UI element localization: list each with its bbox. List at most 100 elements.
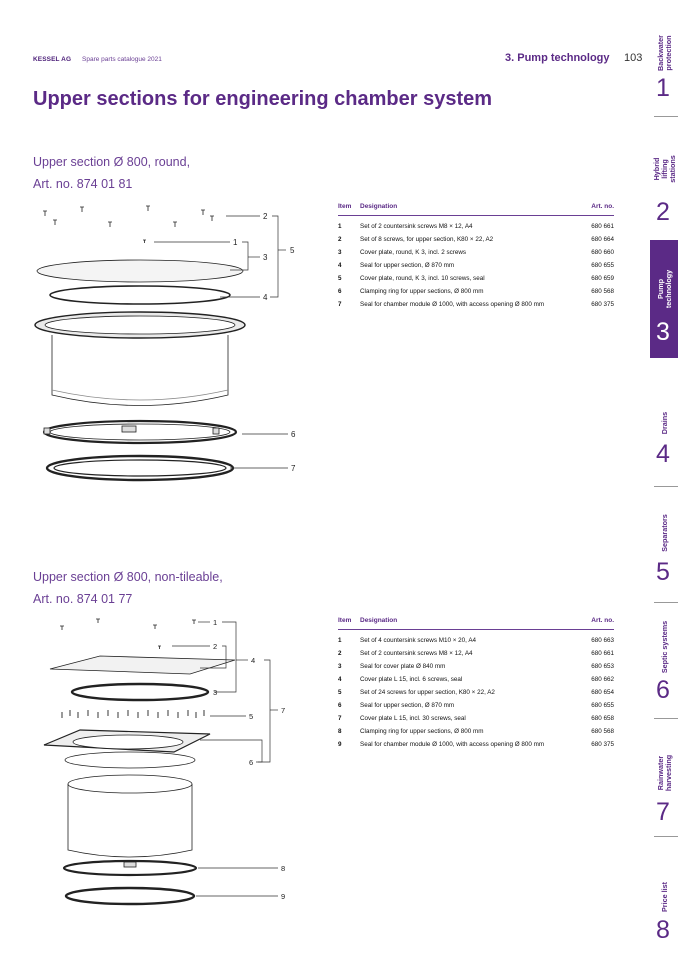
side-tab-label: Pump technology (656, 269, 673, 309)
cell-artno: 680 663 (591, 636, 614, 644)
cell-item: 5 (338, 688, 342, 696)
upper-section-body-drawing (34, 311, 246, 406)
side-tab-divider (654, 116, 678, 117)
cell-item: 2 (338, 649, 342, 657)
side-tab-divider (654, 836, 678, 837)
cell-artno: 680 661 (591, 649, 614, 657)
cell-artno: 680 568 (591, 287, 614, 295)
side-tab-hybrid-lifting-stations[interactable]: Hybrid lifting stations 2 (650, 142, 678, 238)
company-name: KESSEL AG (33, 56, 72, 63)
cell-artno: 680 662 (591, 675, 614, 683)
cell-item: 7 (338, 714, 342, 722)
callout: 5 (249, 712, 253, 721)
section-2-article-number: Art. no. 874 01 77 (33, 592, 133, 606)
callout: 8 (281, 864, 285, 873)
cell-designation: Seal for upper section, Ø 870 mm (360, 701, 455, 709)
cover-plate-drawing (36, 259, 244, 283)
side-tab-drains[interactable]: Drains 4 (650, 400, 678, 487)
seal-drawing (49, 285, 231, 305)
cell-designation: Cover plate, round, K 3, incl. 10 screws… (360, 274, 485, 282)
callout: 1 (233, 238, 238, 247)
cell-item: 6 (338, 701, 342, 709)
callout: 4 (263, 293, 268, 302)
side-tab-label: Rainwater harvesting (656, 754, 673, 792)
callout: 1 (213, 618, 217, 627)
cell-artno: 680 661 (591, 222, 614, 230)
section-1-exploded-drawing: 2 1 3 5 4 6 7 (34, 205, 296, 482)
clamping-ring-drawing (42, 419, 238, 445)
side-tab-price-list[interactable]: Price list 8 (650, 874, 678, 954)
col-item-header: Item (338, 203, 360, 216)
clamping-ring-drawing (62, 859, 198, 877)
table-row: 3 Cover plate, round, K 3, incl. 2 screws… (338, 246, 614, 259)
side-tab-number: 7 (656, 798, 670, 826)
side-tab-label: Drains (660, 411, 669, 435)
cell-item: 4 (338, 261, 342, 269)
cell-item: 2 (338, 235, 342, 243)
callout: 2 (213, 642, 217, 651)
cell-artno: 680 660 (591, 248, 614, 256)
cell-artno: 680 654 (591, 688, 614, 696)
table-row: 2 Set of 8 screws, for upper section, K80… (338, 233, 614, 246)
cell-designation: Set of 24 screws for upper section, K80 … (360, 688, 495, 696)
cell-designation: Set of 2 countersink screws M8 × 12, A4 (360, 222, 473, 230)
cell-artno: 680 375 (591, 740, 614, 748)
section-1-heading-line1: Upper section Ø 800, round, (33, 155, 191, 169)
side-tab-separators[interactable]: Separators 5 (650, 510, 678, 603)
callout: 6 (249, 758, 253, 767)
col-artno-header: Art. no. (586, 617, 614, 630)
callout: 2 (263, 212, 268, 221)
cell-designation: Cover plate, round, K 3, incl. 2 screws (360, 248, 467, 256)
cell-designation: Set of 2 countersink screws M8 × 12, A4 (360, 649, 473, 657)
callout: 5 (290, 246, 295, 255)
cell-artno: 680 653 (591, 662, 614, 670)
cover-seal-drawing (70, 682, 210, 702)
side-tab-divider (654, 718, 678, 719)
side-tab-number: 4 (656, 440, 670, 468)
col-artno-header: Art. no. (586, 203, 614, 216)
side-tab-label: Septic systems (660, 620, 669, 674)
side-tab-pump-technology[interactable]: Pump technology 3 (650, 240, 678, 358)
side-tab-backwater-protection[interactable]: Backwater protection 1 (650, 30, 678, 120)
cell-designation: Seal for cover plate Ø 840 mm (360, 662, 446, 670)
catalogue-title: Spare parts catalogue 2021 (82, 56, 162, 63)
section-2-heading: Upper section Ø 800, non-tileable, Art. … (33, 566, 223, 610)
side-tab-label: Separators (660, 514, 669, 552)
cell-item: 7 (338, 300, 342, 308)
side-tab-rainwater-harvesting[interactable]: Rainwater harvesting 7 (650, 750, 678, 840)
side-tab-label: Backwater protection (656, 35, 673, 71)
side-tab-number: 8 (656, 916, 670, 944)
callout: 9 (281, 892, 285, 901)
screw-set-drawing (43, 205, 214, 243)
cell-item: 6 (338, 287, 342, 295)
col-designation-header: Designation (360, 617, 587, 630)
cell-artno: 680 375 (591, 300, 614, 308)
cell-artno: 680 658 (591, 714, 614, 722)
side-tab-number: 2 (656, 198, 670, 226)
cell-designation: Set of 8 screws, for upper section, K80 … (360, 235, 494, 243)
cell-item: 8 (338, 727, 342, 735)
table-row: 5 Cover plate, round, K 3, incl. 10 screw… (338, 272, 614, 285)
cell-item: 5 (338, 274, 342, 282)
upper-section-body-drawing (67, 774, 193, 858)
side-tab-label: Hybrid lifting stations (652, 155, 678, 183)
cell-item: 3 (338, 248, 342, 256)
side-tab-number: 5 (656, 558, 670, 586)
cell-designation: Seal for upper section, Ø 870 mm (360, 261, 455, 269)
screw-set-drawing (60, 618, 196, 649)
cell-artno: 680 664 (591, 235, 614, 243)
callout: 3 (213, 688, 217, 697)
cell-artno: 680 659 (591, 274, 614, 282)
side-tab-divider (654, 486, 678, 487)
table-row: 6 Clamping ring for upper sections, Ø 800… (338, 285, 614, 298)
side-tab-septic-systems[interactable]: Septic systems 6 (650, 618, 678, 719)
page-number: 103 (624, 52, 643, 64)
cell-designation: Clamping ring for upper sections, Ø 800 … (360, 287, 484, 295)
cell-item: 4 (338, 675, 342, 683)
